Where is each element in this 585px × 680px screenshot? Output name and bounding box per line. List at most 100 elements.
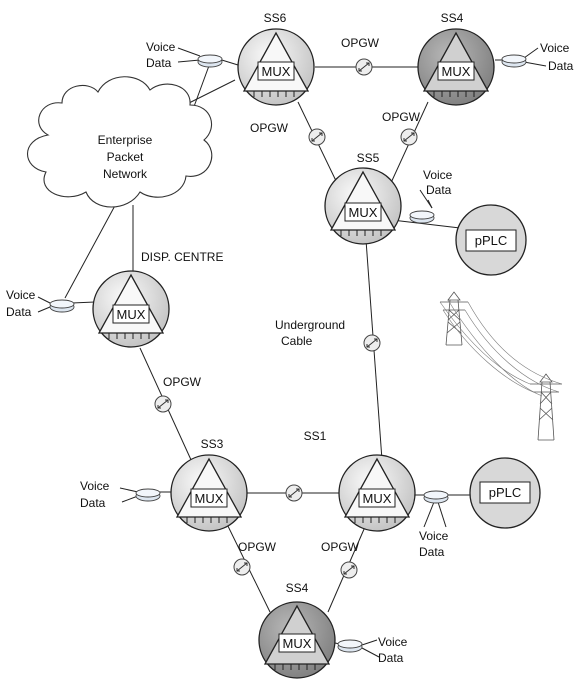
repeater-arrow bbox=[288, 488, 300, 498]
router-icon-top bbox=[501, 54, 527, 64]
label-underground-line-2: Cable bbox=[281, 334, 313, 348]
node-ss5: MUX SS5 bbox=[324, 151, 402, 245]
label-opgw-disp-ss3: OPGW bbox=[163, 375, 202, 389]
label-underground-line-1: Underground bbox=[275, 318, 345, 332]
ss1-name: SS1 bbox=[304, 429, 327, 443]
repeater-arrow bbox=[403, 132, 415, 142]
repeater-arrow bbox=[157, 399, 169, 409]
ss3-ports bbox=[186, 517, 228, 523]
repeater-arrow bbox=[366, 338, 378, 348]
router-ss3-voice: Voice bbox=[80, 479, 110, 493]
link-ss6-cloud bbox=[184, 79, 236, 106]
leader bbox=[37, 296, 51, 304]
pplc-upper-box bbox=[465, 229, 517, 252]
ss5-mux-box bbox=[344, 202, 382, 222]
ss5-ports bbox=[340, 230, 382, 236]
ss4-bottom-ports bbox=[274, 664, 316, 670]
enterprise-packet-network-cloud: Enterprise Packet Network bbox=[27, 76, 213, 208]
label-opgw-ss6-ss4: OPGW bbox=[341, 36, 380, 50]
ss6-name: SS6 bbox=[264, 11, 287, 25]
leader bbox=[119, 487, 139, 493]
pplc-lower: pPLC bbox=[469, 457, 541, 529]
node-ss3: MUX SS3 bbox=[170, 437, 248, 532]
node-disp-centre: MUX DISP. CENTRE bbox=[92, 250, 223, 348]
router-ss5-voice: Voice bbox=[423, 168, 453, 182]
node-ss4-top: MUX SS4 bbox=[417, 11, 495, 106]
router-ss1-voice: Voice bbox=[419, 529, 449, 543]
label-opgw-ss1-ss4: OPGW bbox=[321, 540, 360, 554]
cloud-icon bbox=[27, 76, 213, 208]
router-disp-centre-voice: Voice bbox=[6, 288, 36, 302]
repeater-ss1-ss4 bbox=[340, 561, 358, 579]
repeater-arrow bbox=[311, 132, 323, 142]
ss4-bottom-name: SS4 bbox=[286, 581, 309, 595]
pplc-lower-box bbox=[479, 481, 531, 504]
ss1-mux-label: MUX bbox=[363, 491, 392, 506]
ss4-top-mux-label: MUX bbox=[442, 64, 471, 79]
ss6-ports bbox=[253, 91, 295, 97]
router-ss4-bottom: Voice Data bbox=[337, 635, 408, 665]
repeater-ss6-ss4 bbox=[355, 58, 373, 76]
leader bbox=[523, 61, 547, 67]
link-router-cloud bbox=[191, 62, 211, 113]
cloud-label-line-2: Packet bbox=[107, 150, 144, 164]
node-ss4-bottom: MUX SS4 bbox=[258, 581, 336, 679]
tower-icon bbox=[530, 373, 562, 441]
router-ss6-data: Data bbox=[146, 56, 172, 70]
repeater-arrow bbox=[343, 565, 355, 575]
router-ss6-voice: Voice bbox=[146, 40, 176, 54]
router-ss3: Voice Data bbox=[80, 479, 161, 510]
disp-centre-name: DISP. CENTRE bbox=[141, 250, 223, 264]
router-disp-centre-data: Data bbox=[6, 305, 32, 319]
repeater-underground bbox=[363, 334, 381, 352]
repeater-ss3-ss4 bbox=[233, 558, 251, 576]
disp-centre-mux-box bbox=[112, 304, 150, 324]
ss5-mux-label: MUX bbox=[349, 205, 378, 220]
leader bbox=[423, 501, 435, 528]
repeater-ss3-ss1 bbox=[285, 484, 303, 502]
node-ss6: MUX SS6 bbox=[237, 11, 315, 106]
leader bbox=[177, 59, 201, 63]
pplc-upper-label: pPLC bbox=[475, 233, 508, 248]
ss3-name: SS3 bbox=[201, 437, 224, 451]
router-ss4-bottom-voice: Voice bbox=[378, 635, 408, 649]
power-line bbox=[467, 301, 563, 385]
disp-centre-mux-label: MUX bbox=[117, 307, 146, 322]
leader bbox=[37, 306, 51, 313]
repeater-arrow bbox=[236, 562, 248, 572]
ss4-bottom-mux-box bbox=[278, 633, 316, 653]
ss4-top-name: SS4 bbox=[441, 11, 464, 25]
leader bbox=[427, 199, 433, 209]
router-ss4-top-voice: Voice bbox=[540, 41, 570, 55]
repeater-ss4-ss5 bbox=[400, 128, 418, 146]
router-icon-top bbox=[337, 639, 363, 649]
repeater-disp-ss3 bbox=[154, 395, 172, 413]
tower-icon bbox=[440, 291, 468, 346]
cloud-label-line-3: Network bbox=[103, 167, 148, 181]
ss1-mux-box bbox=[358, 488, 396, 508]
link-ss5-pplc bbox=[391, 219, 461, 229]
label-opgw-ss6-ss5: OPGW bbox=[250, 121, 289, 135]
leader bbox=[361, 647, 380, 658]
ss6-mux-box bbox=[257, 61, 295, 81]
leader bbox=[177, 47, 201, 57]
repeater-ss6-ss5 bbox=[308, 128, 326, 146]
cloud-label-line-1: Enterprise bbox=[98, 133, 153, 147]
power-line bbox=[447, 299, 543, 397]
link-cloud-disp bbox=[64, 199, 119, 299]
link-disp-router bbox=[71, 301, 96, 304]
router-ss4-top-data: Data bbox=[548, 59, 574, 73]
router-icon-top bbox=[409, 210, 435, 220]
leader bbox=[121, 495, 139, 503]
ss4-bottom-mux-label: MUX bbox=[283, 636, 312, 651]
router-ss1: Voice Data bbox=[419, 490, 449, 559]
pplc-upper: pPLC bbox=[455, 204, 527, 276]
router-icon-top bbox=[197, 54, 223, 64]
router-ss1-data: Data bbox=[419, 545, 445, 559]
power-line bbox=[442, 309, 534, 393]
link-labels: OPGW OPGW OPGW Underground Cable OPGW OP… bbox=[163, 36, 421, 554]
repeaters bbox=[154, 58, 418, 579]
power-line bbox=[439, 301, 531, 385]
router-ss4-bottom-data: Data bbox=[378, 651, 404, 665]
